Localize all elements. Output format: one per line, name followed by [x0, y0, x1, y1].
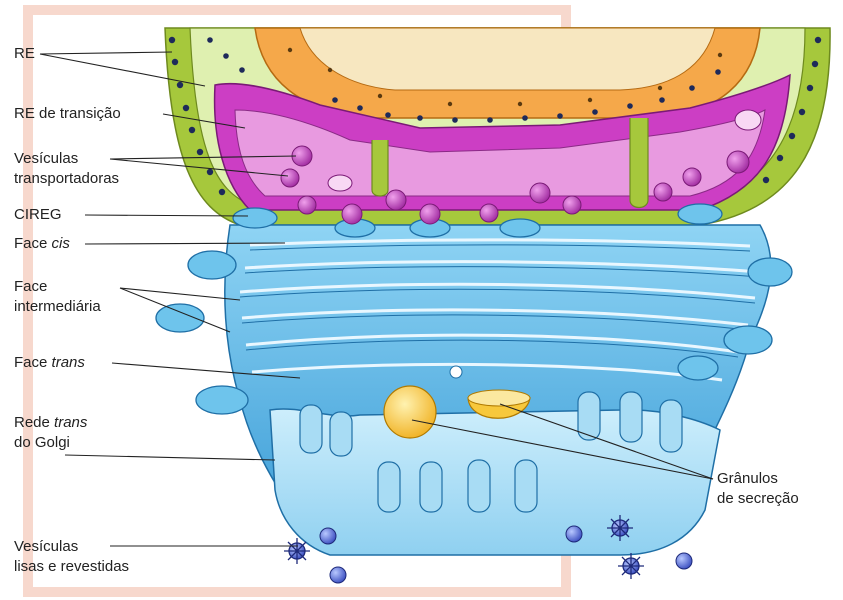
secretory-granule [384, 386, 436, 438]
label-granulos-2: de secreção [717, 490, 799, 508]
label-rede-trans-2: do Golgi [14, 434, 70, 452]
label-face-trans: Face trans [14, 354, 85, 372]
er-tubule [372, 140, 388, 196]
label-granulos-1: Grânulos [717, 470, 778, 488]
granule-rim [468, 390, 530, 406]
label-cireg: CIREG [14, 206, 62, 224]
label-vesiculas-transportadoras-1: Vesículas [14, 150, 78, 168]
label-face-cis: Face cis [14, 235, 70, 253]
label-re: RE [14, 45, 35, 63]
er-tubule [630, 118, 648, 208]
label-face-intermediaria-1: Face [14, 278, 47, 296]
label-face-intermediaria-2: intermediária [14, 298, 101, 316]
label-vesiculas-lisas-1: Vesículas [14, 538, 78, 556]
nucleus-interior [300, 28, 715, 90]
label-re-transicao: RE de transição [14, 105, 121, 123]
vesicle-small [450, 366, 462, 378]
label-rede-trans-1: Rede trans [14, 414, 87, 432]
label-vesiculas-transportadoras-2: transportadoras [14, 170, 119, 188]
label-vesiculas-lisas-2: lisas e revestidas [14, 558, 129, 576]
